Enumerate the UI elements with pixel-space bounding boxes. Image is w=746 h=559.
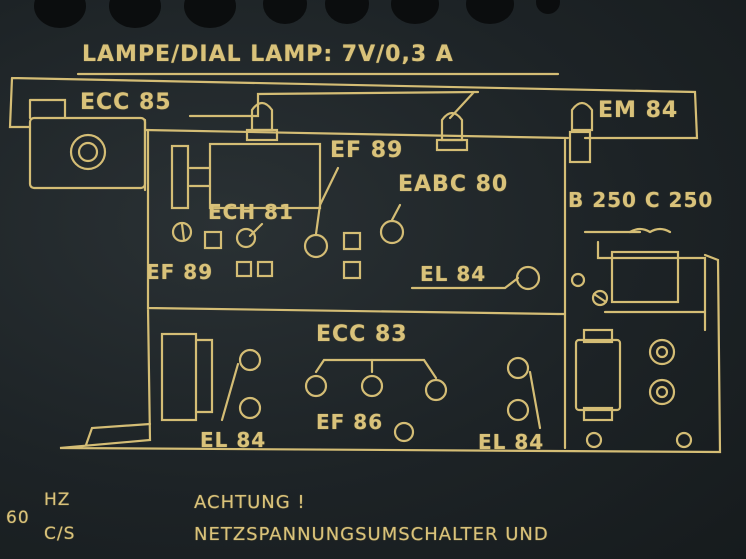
ventilation-holes	[34, 0, 560, 28]
dial-lamp-title: LAMPE/DIAL LAMP: 7V/0,3 A	[82, 42, 454, 67]
tube-label-ech81: ECH 81	[208, 200, 294, 224]
chassis-outline	[59, 128, 722, 454]
tube-label-ef86: EF 86	[316, 410, 384, 434]
tube-label-el84-mid: EL 84	[420, 262, 487, 286]
mains-cs-label: C/S	[44, 524, 76, 544]
warning-line-1: ACHTUNG !	[194, 492, 306, 513]
tube-label-el84-right: EL 84	[478, 430, 545, 454]
tube-label-eabc80: EABC 80	[398, 172, 509, 197]
tube-label-ef89-top: EF 89	[330, 138, 404, 163]
mains-frequency-value: 60	[6, 508, 30, 528]
mains-hz-label: HZ	[44, 490, 71, 510]
warning-line-2: NETZSPANNUNGSUMSCHALTER UND	[194, 524, 549, 545]
ecc85-socket	[69, 133, 107, 171]
tube-label-el84-left: EL 84	[200, 428, 267, 452]
rectifier-label: B 250 C 250	[568, 188, 714, 212]
tube-label-ef89-left: EF 89	[146, 260, 214, 284]
tube-label-ecc83: ECC 83	[316, 322, 408, 347]
tube-label-em84: EM 84	[598, 98, 679, 123]
dial-frame	[8, 76, 699, 140]
tube-label-ecc85: ECC 85	[80, 90, 172, 115]
